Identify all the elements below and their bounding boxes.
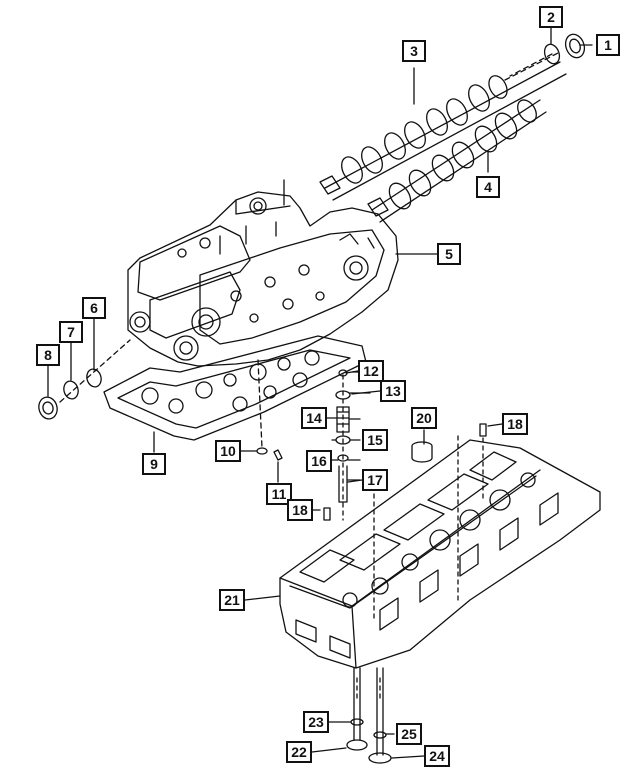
bolts [256,359,283,461]
callout-25: 25 [396,723,422,745]
callout-8: 8 [36,344,60,366]
callout-7: 7 [59,321,83,343]
callout-22: 22 [286,741,312,763]
seal-rings [38,339,131,420]
valves [346,667,392,764]
camshaft-upper [319,51,567,201]
callout-10: 10 [215,440,241,462]
camshaft-housing [127,179,399,367]
callout-4: 4 [476,176,500,198]
cylinder-head [279,435,601,669]
callout-20: 20 [411,407,437,429]
leader-lines [47,26,593,759]
callout-16: 16 [306,450,332,472]
camshaft-seal [509,33,586,77]
camshaft-lower [367,99,547,223]
callout-18-lower-pin: 18 [287,499,313,521]
cap-and-pins [323,423,487,521]
callout-18-head-pin: 18 [502,413,528,435]
callout-9: 9 [142,453,166,475]
callout-17: 17 [362,469,388,491]
callout-15: 15 [362,429,388,451]
callout-1: 1 [596,34,620,56]
callout-6: 6 [82,297,106,319]
callout-5: 5 [437,243,461,265]
callout-11: 11 [266,483,292,505]
callout-12: 12 [358,360,384,382]
callout-2: 2 [539,6,563,28]
callout-24: 24 [424,745,450,767]
callout-3: 3 [402,40,426,62]
callout-13: 13 [380,380,406,402]
callout-21: 21 [219,589,245,611]
callout-14: 14 [301,407,327,429]
callout-23: 23 [303,711,329,733]
cover-gasket [103,335,367,441]
